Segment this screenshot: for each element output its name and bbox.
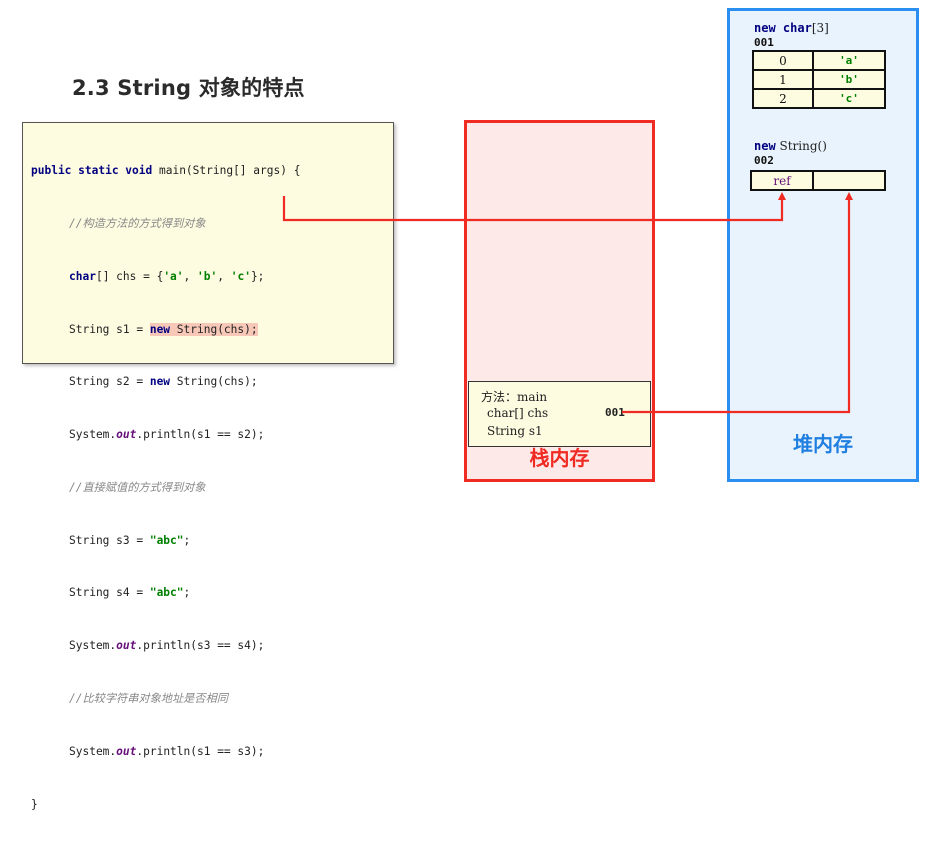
- main-stack-frame: 方法：main char[] chs 001 String s1: [468, 381, 651, 447]
- code-comment: //比较字符串对象地址是否相同: [69, 692, 228, 705]
- stack-var-s1: String s1: [487, 424, 543, 438]
- string-ref-field: ref: [750, 170, 814, 191]
- array-row: 1'b': [752, 69, 886, 90]
- code-line: String s2 = new String(chs);: [69, 375, 258, 389]
- code-line: String s4 = "abc";: [69, 586, 191, 600]
- array-row: 2'c': [752, 88, 886, 109]
- code-line: String s3 = "abc";: [69, 533, 191, 547]
- string-object-address: 002: [754, 154, 774, 167]
- code-line: System.out.println(s1 == s2);: [69, 428, 265, 442]
- code-line: System.out.println(s3 == s4);: [69, 639, 265, 653]
- char-array-header: new char[3]: [754, 21, 829, 35]
- stack-var-chs-value: 001: [605, 406, 625, 419]
- code-line-highlighted: String s1 = new String(chs);: [69, 322, 258, 336]
- slide-title: 2.3 String 对象的特点: [72, 76, 305, 100]
- string-object-table: ref: [750, 170, 886, 191]
- code-line: System.out.println(s1 == s3);: [69, 744, 265, 758]
- string-object-header: new String(): [754, 139, 827, 153]
- string-empty-field: [812, 170, 886, 191]
- array-row: 0'a': [752, 50, 886, 71]
- frame-title: 方法：main: [481, 390, 548, 404]
- code-line: public static void main(String[] args) {: [31, 164, 301, 178]
- stack-var-chs: char[] chs: [487, 406, 549, 420]
- code-comment: //构造方法的方式得到对象: [69, 216, 206, 230]
- stack-label: 栈内存: [529, 446, 590, 470]
- char-array-address: 001: [754, 36, 774, 49]
- code-line: }: [31, 797, 38, 811]
- code-panel: public static void main(String[] args) {…: [22, 122, 394, 811]
- code-line: char[] chs = {'a', 'b', 'c'};: [69, 269, 265, 283]
- char-array-table: 0'a' 1'b' 2'c': [752, 50, 886, 109]
- heap-label: 堆内存: [793, 432, 853, 456]
